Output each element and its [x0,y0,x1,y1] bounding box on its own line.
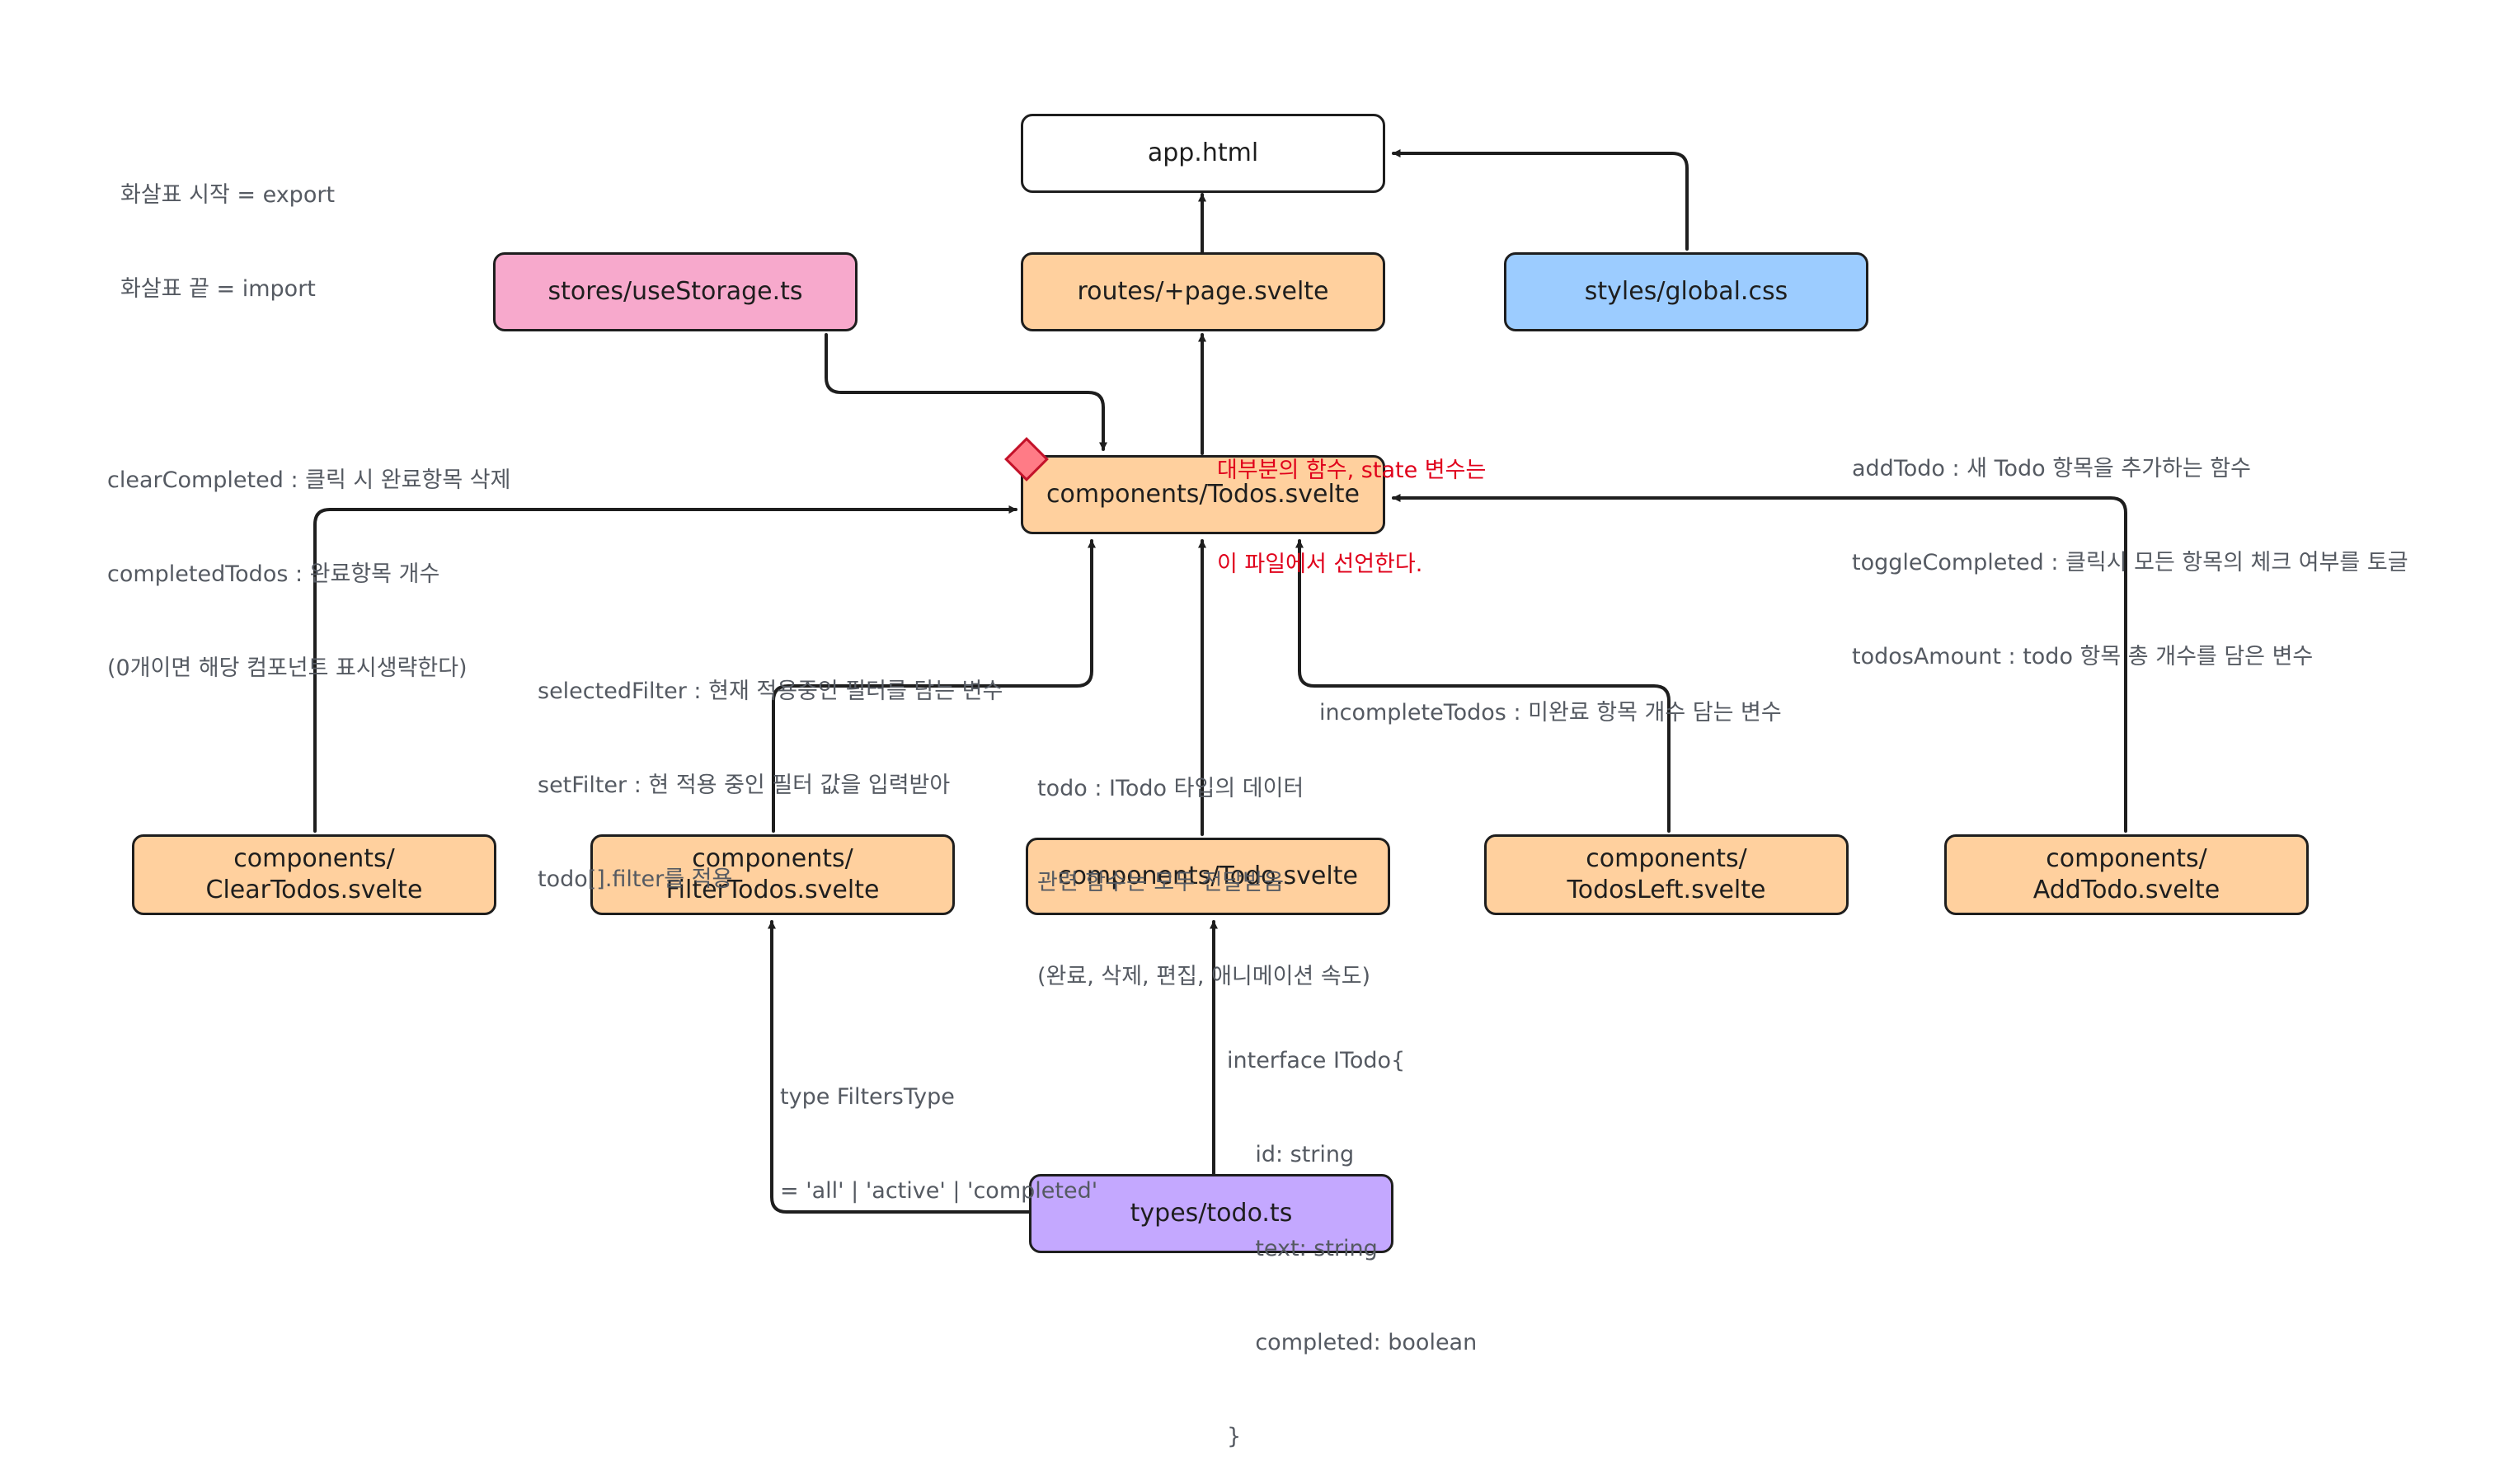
note-line: type FiltersType [780,1084,955,1110]
node-todo-svelte[interactable]: components/Todo.svelte [1026,838,1390,915]
arrow-storage-to-todos [825,333,1107,451]
note-line: 관련 함수는 모두 전달받음 [1037,870,1284,895]
note-line: } [1227,1424,1242,1449]
note-todo: todo : ITodo 타입의 데이터 관련 함수는 모두 전달받음 (완료,… [1037,711,1370,1024]
node-todos-svelte[interactable]: components/Todos.svelte [1021,455,1385,534]
arrow-add-to-todos [1392,494,2127,833]
arrow-clear-to-todos [313,505,1017,833]
arrow-filter-to-todos [772,539,1096,833]
node-add-todo[interactable]: components/ AddTodo.svelte [1944,834,2309,915]
note-line: completed: boolean [1227,1330,1478,1355]
node-todos-left[interactable]: components/ TodosLeft.svelte [1484,834,1849,915]
note-clear: clearCompleted : 클릭 시 완료항목 삭제 completedT… [107,402,510,716]
note-line: clearCompleted : 클릭 시 완료항목 삭제 [107,467,511,493]
note-line: selectedFilter : 현재 적용중인 필터를 담는 변수 [538,679,1003,704]
node-global-css[interactable]: styles/global.css [1504,252,1868,331]
node-app-html[interactable]: app.html [1021,114,1385,193]
node-page-svelte[interactable]: routes/+page.svelte [1021,252,1385,331]
arrow-left-to-todos [1295,539,1671,833]
note-line: todosAmount : todo 항목 총 개수를 담은 변수 [1852,644,2314,669]
note-line: setFilter : 현 적용 중인 필터 값을 입력받아 [538,773,951,798]
legend-import-line: 화살표 끝 = import [120,276,316,302]
note-line: text: string [1227,1236,1378,1261]
node-clear-todos[interactable]: components/ ClearTodos.svelte [132,834,496,915]
arrow-types-to-filter [768,920,1031,1214]
arrow-layer [313,149,2127,1214]
note-line: (0개이면 해당 컴포넌트 표시생략한다) [107,655,468,681]
note-filters-type: type FiltersType = 'all' | 'active' | 'c… [780,1019,1097,1238]
note-todos-state: 대부분의 함수, state 변수는 이 파일에서 선언한다. [1217,392,1486,612]
note-line: 대부분의 함수, state 변수는 [1217,458,1487,483]
note-line: interface ITodo{ [1227,1048,1406,1073]
node-types-todo[interactable]: types/todo.ts [1029,1174,1393,1253]
note-line: completedTodos : 완료항목 개수 [107,561,440,587]
note-filter: selectedFilter : 현재 적용중인 필터를 담는 변수 setFi… [538,613,1003,927]
note-line: addTodo : 새 Todo 항목을 추가하는 함수 [1852,456,2251,481]
note-line: toggleCompleted : 클릭시 모든 항목의 체크 여부를 토글 [1852,550,2408,575]
legend: 화살표 시작 = export 화살표 끝 = import [120,117,335,336]
note-line: 이 파일에서 선언한다. [1217,552,1423,577]
note-itodo: interface ITodo{ id: string text: string… [1227,983,1477,1484]
note-line: todo[].filter를 적용 [538,866,733,892]
note-line: todo : ITodo 타입의 데이터 [1037,776,1304,801]
node-use-storage[interactable]: stores/useStorage.ts [493,252,858,331]
node-filter-todos[interactable]: components/ FilterTodos.svelte [590,834,955,915]
legend-export-line: 화살표 시작 = export [120,182,336,208]
note-line: incompleteTodos : 미완료 항목 개수 담는 변수 [1319,700,1782,726]
note-add: addTodo : 새 Todo 항목을 추가하는 함수 toggleCompl… [1852,391,2408,704]
note-line: id: string [1227,1142,1355,1167]
note-line: = 'all' | 'active' | 'completed' [780,1178,1098,1204]
note-left: incompleteTodos : 미완료 항목 개수 담는 변수 [1319,635,1782,760]
arrow-css-to-app [1392,149,1689,251]
note-line: (완료, 삭제, 편집, 애니메이션 속도) [1037,964,1371,989]
